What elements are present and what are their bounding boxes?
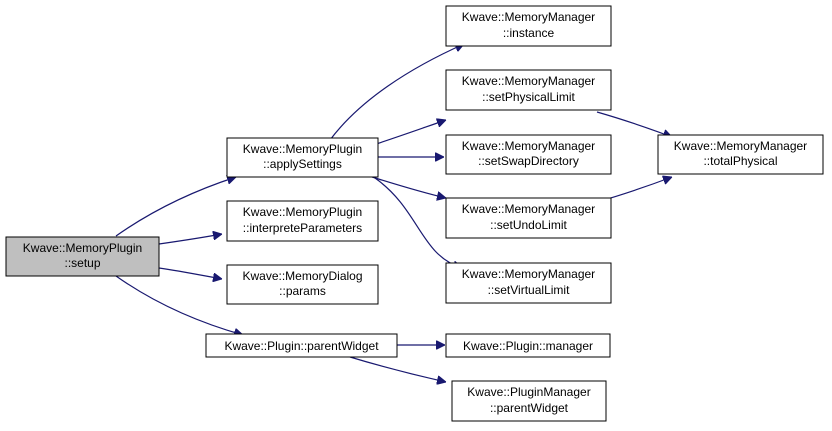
edge-setphysicallimit-totalphysical — [596, 111, 672, 137]
edge-applysettings-instance — [329, 44, 464, 141]
edge-setup-parentwidget — [115, 275, 243, 335]
node-parentwidget[interactable]: Kwave::Plugin::parentWidget — [205, 333, 398, 358]
node-setvirtuallimit-line2: ::setVirtualLimit — [488, 283, 570, 297]
edge-applysettings-setundolimit — [371, 176, 446, 198]
node-setvirtuallimit[interactable]: Kwave::MemoryManager ::setVirtualLimit — [445, 262, 612, 304]
node-pmparentwidget-line1: Kwave::PluginManager — [467, 385, 590, 399]
node-instance[interactable]: Kwave::MemoryManager ::instance — [445, 5, 612, 47]
node-setswapdirectory-line1: Kwave::MemoryManager — [462, 139, 595, 153]
node-interpreteparameters-line1: Kwave::MemoryPlugin — [243, 205, 362, 219]
node-parentwidget-line1: Kwave::Plugin::parentWidget — [224, 339, 379, 353]
node-applysettings[interactable]: Kwave::MemoryPlugin ::applySettings — [226, 137, 379, 178]
node-params[interactable]: Kwave::MemoryDialog ::params — [226, 264, 379, 305]
node-setphysicallimit-line2: ::setPhysicalLimit — [482, 90, 575, 104]
node-setswapdirectory-line2: ::setSwapDirectory — [478, 154, 579, 168]
node-totalphysical-line1: Kwave::MemoryManager — [674, 139, 807, 153]
node-applysettings-line2: ::applySettings — [263, 157, 342, 171]
node-params-line1: Kwave::MemoryDialog — [242, 269, 362, 283]
node-applysettings-line1: Kwave::MemoryPlugin — [243, 142, 362, 156]
node-setphysicallimit[interactable]: Kwave::MemoryManager ::setPhysicalLimit — [445, 69, 612, 111]
node-setup-line1: Kwave::MemoryPlugin — [23, 241, 142, 255]
node-manager-line1: Kwave::Plugin::manager — [463, 339, 593, 353]
node-setundolimit-line1: Kwave::MemoryManager — [462, 202, 595, 216]
node-instance-line1: Kwave::MemoryManager — [462, 10, 595, 24]
node-pmparentwidget[interactable]: Kwave::PluginManager ::parentWidget — [451, 380, 607, 422]
node-pmparentwidget-line2: ::parentWidget — [490, 401, 569, 415]
node-setvirtuallimit-line1: Kwave::MemoryManager — [462, 267, 595, 281]
edge-applysettings-setvirtuallimit — [374, 177, 462, 268]
node-interpreteparameters[interactable]: Kwave::MemoryPlugin ::interpreteParamete… — [226, 200, 379, 242]
edge-setup-applysettings — [115, 177, 236, 237]
node-setup-line2: ::setup — [64, 256, 100, 270]
edge-parentwidget-pmparentwidget — [349, 356, 446, 382]
edge-setup-interpreteparameters — [158, 234, 222, 245]
edge-setup-params — [158, 267, 222, 279]
node-totalphysical[interactable]: Kwave::MemoryManager ::totalPhysical — [657, 134, 824, 175]
node-instance-line2: ::instance — [503, 26, 555, 40]
edge-applysettings-setphysicallimit — [369, 120, 446, 147]
node-setundolimit[interactable]: Kwave::MemoryManager ::setUndoLimit — [445, 197, 612, 239]
node-setswapdirectory[interactable]: Kwave::MemoryManager ::setSwapDirectory — [445, 134, 612, 175]
node-params-line2: ::params — [279, 284, 326, 298]
node-interpreteparameters-line2: ::interpreteParameters — [243, 221, 362, 235]
node-manager[interactable]: Kwave::Plugin::manager — [445, 333, 611, 358]
node-setphysicallimit-line1: Kwave::MemoryManager — [462, 74, 595, 88]
node-setup[interactable]: Kwave::MemoryPlugin ::setup — [5, 236, 160, 277]
node-totalphysical-line2: ::totalPhysical — [703, 154, 777, 168]
node-setundolimit-line2: ::setUndoLimit — [490, 218, 567, 232]
